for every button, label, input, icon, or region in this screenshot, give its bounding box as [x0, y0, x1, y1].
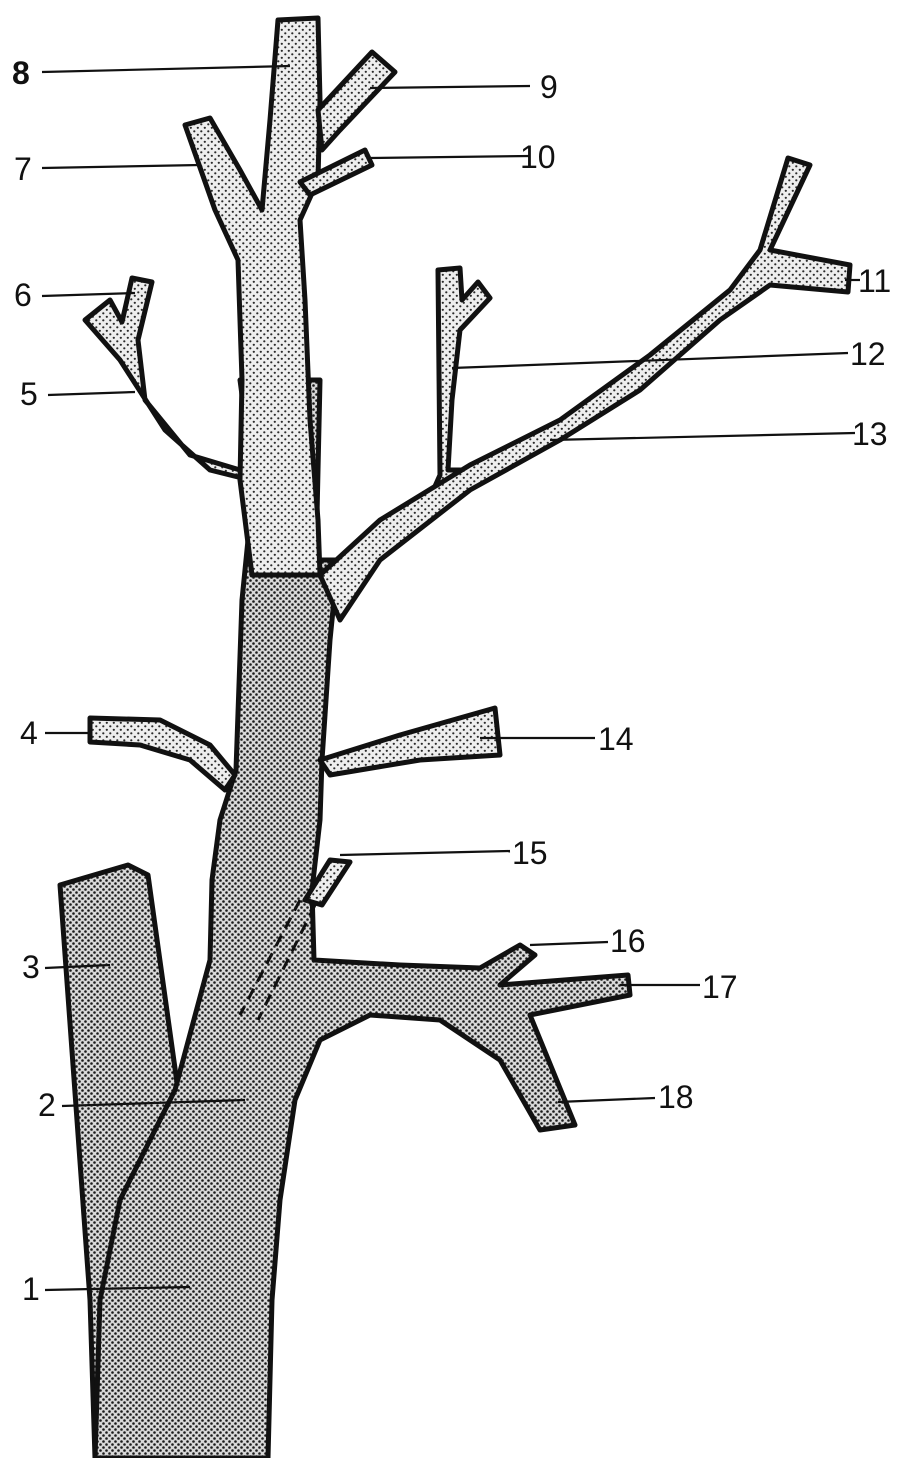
branch-4 [90, 718, 235, 790]
branch-9 [318, 52, 395, 150]
branch-13 [320, 158, 850, 620]
label-10: 10 [520, 139, 556, 175]
label-9: 9 [540, 69, 558, 105]
label-5: 5 [20, 376, 38, 412]
leader-8 [42, 66, 290, 72]
label-11: 11 [858, 263, 891, 299]
label-16: 16 [610, 923, 646, 959]
label-7: 7 [14, 151, 32, 187]
label-1: 1 [22, 1271, 40, 1307]
leader-7 [42, 165, 200, 168]
label-17: 17 [702, 969, 738, 1005]
leader-10 [370, 156, 530, 158]
leader-13 [550, 433, 855, 440]
label-14: 14 [598, 721, 634, 757]
leader-15 [340, 851, 510, 855]
label-4: 4 [20, 715, 38, 751]
label-18: 18 [658, 1079, 694, 1115]
leader-18 [558, 1098, 655, 1102]
branch-14 [320, 708, 500, 775]
leader-9 [370, 86, 530, 88]
leader-6 [42, 293, 135, 296]
leader-5 [48, 392, 135, 395]
label-6: 6 [14, 277, 32, 313]
label-15: 15 [512, 835, 548, 871]
label-12: 12 [850, 336, 886, 372]
label-2: 2 [38, 1087, 56, 1123]
label-13: 13 [852, 416, 888, 452]
label-3: 3 [22, 949, 40, 985]
branch-7-8 [185, 18, 320, 575]
label-8: 8 [12, 55, 30, 91]
branch-5 [85, 278, 250, 480]
leader-16 [530, 942, 608, 945]
